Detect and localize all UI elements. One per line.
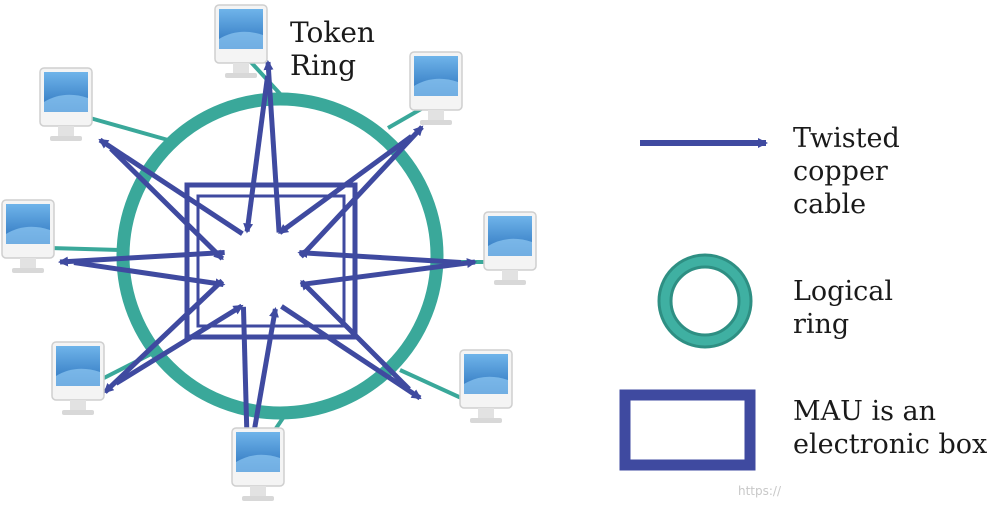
arrow-icon [73,260,226,289]
computer-monitor-icon [483,211,537,285]
arrow-icon [299,125,424,259]
arrow-icon [263,60,282,233]
watermark: https:// [738,484,782,498]
legend-cable-label: Twisted copper cable [793,123,900,220]
arrow-icon [297,248,462,266]
arrow-icon [280,304,422,401]
computers [1,4,537,501]
cable-arrow [103,278,244,394]
legend-mau-label: MAU is an electronic box [793,396,988,460]
arrow-icon [278,134,414,235]
cable-arrow [278,125,424,259]
cable-arrow [243,60,282,234]
computer-monitor-icon [1,199,55,273]
arrow-icon [103,278,224,394]
arrow-icon [243,75,271,234]
computer-monitor-icon [39,67,93,141]
computer-monitor-icon [51,341,105,415]
cable-arrow [98,137,244,261]
cable-arrow [58,250,226,289]
diagram-title: Token Ring [290,16,375,82]
computer-monitor-icon [214,4,268,78]
legend-box-icon [619,389,756,471]
arrow-icon [114,303,244,386]
arrow-icon [299,279,411,391]
legend-graphics [619,138,768,471]
arrow-icon [300,258,477,288]
cable-arrow [297,248,477,288]
arrow-icon [58,250,225,267]
computer-monitor-icon [409,51,463,125]
mau-box [184,182,358,340]
arrow-icon [98,137,244,236]
legend-ring-label: Logical ring [793,276,893,340]
cable-arrows [58,60,477,477]
computer-monitor-icon [459,349,513,423]
computer-monitor-icon [231,427,285,501]
arrow-icon [109,146,225,261]
cable-arrow [280,279,422,401]
